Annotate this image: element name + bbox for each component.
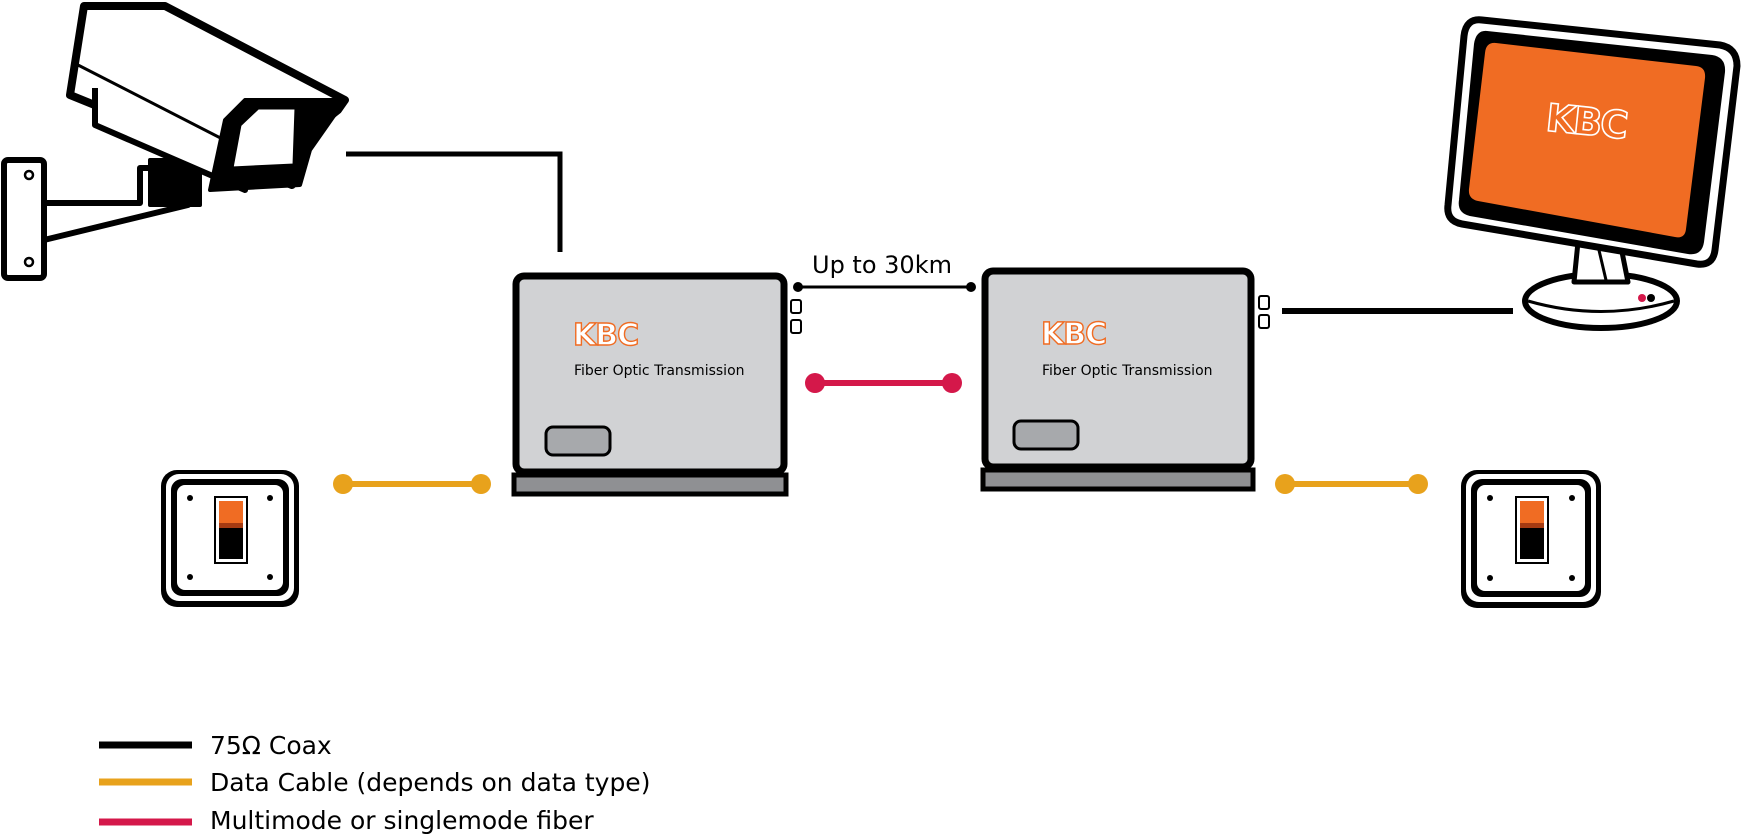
data-cable-left: [333, 474, 491, 494]
wall-switch-icon: [1461, 470, 1601, 608]
monitor-icon: [1444, 16, 1741, 331]
legend-label: 75Ω Coax: [210, 731, 332, 760]
unit-brand-logo: KBC: [573, 318, 638, 353]
legend-label: Multimode or singlemode fiber: [210, 806, 594, 835]
port-icon: [1258, 295, 1270, 310]
unit-caption: Fiber Optic Transmission: [574, 363, 745, 379]
port-icon: [790, 299, 802, 314]
data-cable-right: [1275, 474, 1428, 494]
unit-panel-button: [1012, 419, 1080, 451]
wall-switch-icon: [161, 470, 299, 607]
fiber-link-span: [793, 282, 976, 292]
legend-item-fiber: Multimode or singlemode fiber: [99, 806, 594, 835]
legend-label: Data Cable (depends on data type): [210, 768, 650, 797]
port-icon: [1258, 314, 1270, 329]
legend-item-coax: 75Ω Coax: [99, 731, 332, 760]
unit-panel-button: [544, 425, 612, 457]
cctv-camera-icon: [1, 2, 349, 281]
unit-brand-logo: KBC: [1041, 317, 1106, 352]
fiber-unit-transmitter: KBC Fiber Optic Transmission: [511, 272, 802, 497]
monitor-brand-logo: KBC: [1544, 96, 1629, 148]
legend-item-data-cable: Data Cable (depends on data type): [99, 768, 650, 797]
fiber-cable: [805, 373, 962, 393]
fiber-unit-receiver: KBC Fiber Optic Transmission: [980, 267, 1270, 492]
legend: 75Ω Coax Data Cable (depends on data typ…: [99, 731, 650, 835]
coax-camera-to-transmitter: [346, 151, 563, 252]
unit-caption: Fiber Optic Transmission: [1042, 363, 1213, 379]
distance-label: Up to 30km: [812, 251, 952, 279]
port-icon: [790, 319, 802, 334]
